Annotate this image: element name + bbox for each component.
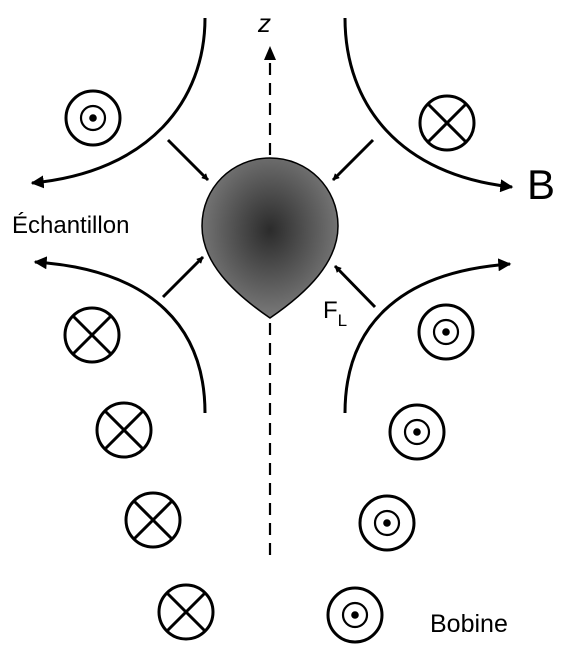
force-arrow-top-right <box>331 138 375 182</box>
z-axis-label: z <box>257 8 271 38</box>
force-arrow-bottom-right <box>333 264 377 309</box>
current-out-of-page-icon <box>64 89 122 147</box>
current-out-of-page-icon <box>417 303 475 361</box>
coil-label: Bobine <box>430 610 508 638</box>
field-line-bottom-left <box>33 256 207 414</box>
field-line-top-left <box>30 17 207 189</box>
field-line-top-right <box>343 17 514 193</box>
current-out-of-page-icon <box>326 586 384 644</box>
force-arrow-top-left <box>166 138 210 182</box>
current-into-page-icon <box>124 491 182 549</box>
field-label: B <box>527 161 555 208</box>
sample-label: Échantillon <box>12 212 129 239</box>
current-out-of-page-icon <box>358 494 416 552</box>
current-into-page-icon <box>63 306 121 364</box>
current-into-page-icon <box>157 583 215 641</box>
field-line-bottom-right <box>343 258 512 414</box>
force-label: FL <box>323 297 347 330</box>
z-axis-arrowhead <box>264 46 276 60</box>
sample-droplet <box>201 157 339 319</box>
current-into-page-icon <box>95 401 153 459</box>
current-out-of-page-icon <box>388 403 446 461</box>
current-into-page-icon <box>418 94 476 152</box>
force-arrow-bottom-left <box>161 255 205 299</box>
